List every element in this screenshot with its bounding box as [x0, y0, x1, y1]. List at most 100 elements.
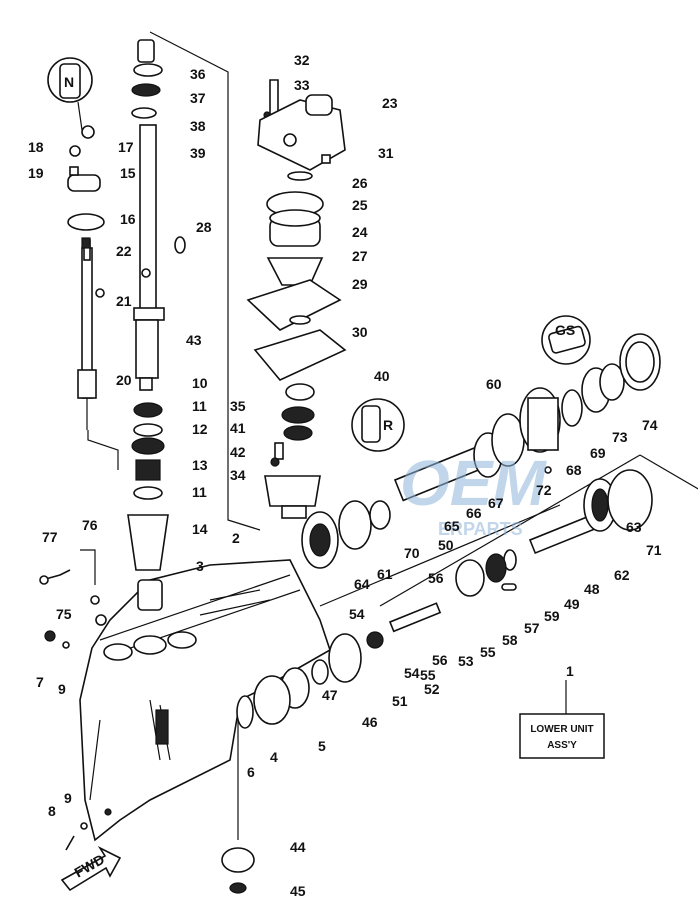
callout-56a: 56 [428, 570, 444, 586]
callout-9a: 9 [58, 681, 66, 697]
shift-rod-assembly [67, 125, 105, 430]
callout-48: 48 [584, 581, 600, 597]
callout-74: 74 [642, 417, 658, 433]
watermark-brand: OEM [400, 447, 547, 519]
marker-n-text: N [64, 74, 74, 90]
gear-train [221, 469, 653, 894]
marker-gs: GS [541, 315, 591, 365]
callout-8: 8 [48, 803, 56, 819]
callout-16: 16 [120, 211, 136, 227]
drive-shaft [131, 39, 186, 391]
lower-case-housing [79, 559, 331, 842]
callout-60: 60 [486, 376, 502, 392]
bearing-stack [127, 402, 169, 611]
callout-35: 35 [230, 398, 246, 414]
callout-49: 49 [564, 596, 580, 612]
callout-57: 57 [524, 620, 540, 636]
callout-29: 29 [352, 276, 368, 292]
callout-1: 1 [566, 663, 574, 679]
callout-22: 22 [116, 243, 132, 259]
callout-6: 6 [247, 764, 255, 780]
callout-45: 45 [290, 883, 306, 899]
title-box: LOWER UNIT ASS'Y [519, 680, 605, 759]
callout-23: 23 [382, 95, 398, 111]
callout-77: 77 [42, 529, 58, 545]
callout-63: 63 [626, 519, 642, 535]
callout-30: 30 [352, 324, 368, 340]
callout-37: 37 [190, 90, 206, 106]
marker-n: N [47, 57, 93, 131]
callout-55b: 55 [420, 667, 436, 683]
callout-72: 72 [536, 482, 552, 498]
callout-11b: 11 [192, 484, 207, 500]
callout-61: 61 [377, 566, 393, 582]
callout-20: 20 [116, 372, 132, 388]
callout-14: 14 [192, 521, 208, 537]
callout-43: 43 [186, 332, 202, 348]
title-box-line1: LOWER UNIT [530, 724, 593, 735]
callout-2: 2 [232, 530, 240, 546]
callout-38: 38 [190, 118, 206, 134]
callout-54b: 54 [404, 665, 420, 681]
callout-17: 17 [118, 139, 134, 155]
callout-65: 65 [444, 518, 460, 534]
callout-42: 42 [230, 444, 246, 460]
callout-53: 53 [458, 653, 474, 669]
propeller-shaft-housing [301, 333, 661, 569]
callout-13: 13 [192, 457, 208, 473]
callout-46: 46 [362, 714, 378, 730]
callout-34: 34 [230, 467, 246, 483]
callout-66: 66 [466, 505, 482, 521]
left-fasteners [39, 549, 107, 851]
callout-76: 76 [82, 517, 98, 533]
callout-39: 39 [190, 145, 206, 161]
marker-r-text: R [383, 417, 393, 433]
callout-5: 5 [318, 738, 326, 754]
callout-3: 3 [196, 558, 204, 574]
water-pump-assembly [246, 79, 347, 519]
callout-62: 62 [614, 567, 630, 583]
callout-67: 67 [488, 495, 504, 511]
callout-71: 71 [646, 542, 662, 558]
callout-7: 7 [36, 674, 44, 690]
callout-4: 4 [270, 749, 278, 765]
callout-layer: 1234567899101111121314151617181920212223… [28, 52, 662, 899]
callout-50: 50 [438, 537, 454, 553]
callout-18: 18 [28, 139, 44, 155]
callout-58: 58 [502, 632, 518, 648]
callout-33: 33 [294, 77, 310, 93]
callout-11a: 11 [192, 398, 207, 414]
callout-9b: 9 [64, 790, 72, 806]
callout-47: 47 [322, 687, 338, 703]
callout-52: 52 [424, 681, 440, 697]
callout-25: 25 [352, 197, 368, 213]
callout-73: 73 [612, 429, 628, 445]
title-box-line2: ASS'Y [547, 740, 577, 751]
callout-40: 40 [374, 368, 390, 384]
callout-70: 70 [404, 545, 420, 561]
callout-12: 12 [192, 421, 208, 437]
callout-64: 64 [354, 576, 370, 592]
callout-28: 28 [196, 219, 212, 235]
callout-21: 21 [116, 293, 132, 309]
callout-26: 26 [352, 175, 368, 191]
callout-59: 59 [544, 608, 560, 624]
marker-r: R [351, 398, 405, 452]
fwd-arrow: FWD [60, 846, 122, 892]
callout-68: 68 [566, 462, 582, 478]
watermark-sub: ERPARTS [438, 519, 523, 539]
callout-31: 31 [378, 145, 394, 161]
marker-gs-text: GS [555, 322, 575, 338]
callout-32: 32 [294, 52, 310, 68]
callout-41: 41 [230, 420, 246, 436]
callout-19: 19 [28, 165, 44, 181]
callout-36: 36 [190, 66, 206, 82]
callout-56b: 56 [432, 652, 448, 668]
callout-10: 10 [192, 375, 208, 391]
callout-51: 51 [392, 693, 408, 709]
callout-69: 69 [590, 445, 606, 461]
watermark: OEM ERPARTS [400, 447, 547, 539]
callout-54a: 54 [349, 606, 365, 622]
